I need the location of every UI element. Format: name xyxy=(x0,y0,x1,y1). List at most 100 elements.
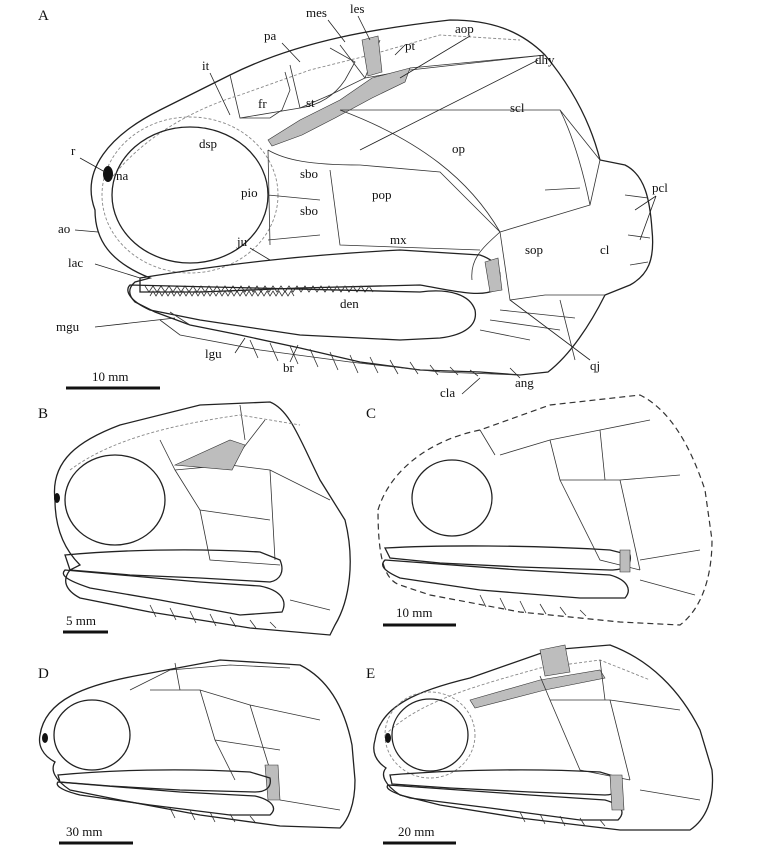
panel-e-orbit-canal xyxy=(384,691,476,779)
label-sbo-upper: sbo xyxy=(300,166,318,181)
panel-a-cheek-bones xyxy=(267,149,501,251)
panel-a-rostral-dot xyxy=(103,166,113,182)
panel-a-maxilla-teeth xyxy=(144,285,374,293)
panel-d-branchiostegals xyxy=(169,799,341,823)
panel-a-dentary-teeth xyxy=(149,290,295,297)
panel-e-branchiostegals xyxy=(519,789,701,827)
panel-c-scale: 10 mm xyxy=(383,605,456,627)
panel-e: E 20 mm xyxy=(366,644,714,845)
panel-a-sensory-canal xyxy=(109,34,521,181)
label-dhy: dhy xyxy=(535,52,555,67)
label-it: it xyxy=(202,58,210,73)
panel-a-roof-sutures xyxy=(229,39,546,119)
panel-e-stipple-band xyxy=(469,669,606,709)
panel-e-scale-label: 20 mm xyxy=(398,824,434,839)
panel-a-lower-jaw xyxy=(159,309,576,377)
panel-a-scale: 10 mm xyxy=(66,369,160,390)
panel-b: B 5 mm xyxy=(38,401,351,636)
panel-e-scale: 20 mm xyxy=(383,824,456,845)
label-mes: mes xyxy=(306,5,327,20)
panel-a-stipple-qj xyxy=(484,257,503,293)
panel-a-dentary xyxy=(127,284,477,341)
panel-b-scale: 5 mm xyxy=(63,613,108,634)
label-pio: pio xyxy=(241,185,258,200)
panel-c: C 10 mm xyxy=(366,394,713,627)
panel-e-sutures xyxy=(539,659,681,781)
panel-c-scale-label: 10 mm xyxy=(396,605,432,620)
panel-e-rostral-dot xyxy=(385,733,391,743)
label-ju: ju xyxy=(236,234,248,249)
label-pt: pt xyxy=(405,38,416,53)
panel-d-skull-outline xyxy=(38,659,356,829)
label-les: les xyxy=(350,1,364,16)
label-lgu: lgu xyxy=(205,346,222,361)
panel-e-canals xyxy=(384,659,651,736)
panel-c-maxilla xyxy=(383,545,631,571)
label-pcl: pcl xyxy=(652,180,668,195)
panel-d-scale: 30 mm xyxy=(59,824,133,845)
label-pop: pop xyxy=(372,187,392,202)
label-aop: aop xyxy=(455,21,474,36)
panel-b-sutures xyxy=(159,404,331,566)
panel-a-operculum-bones xyxy=(339,54,605,361)
panel-e-orbit xyxy=(391,698,469,772)
panel-a-letter: A xyxy=(38,8,49,24)
panel-c-letter: C xyxy=(366,406,376,422)
panel-e-letter: E xyxy=(366,666,375,682)
label-cl: cl xyxy=(600,242,610,257)
panel-d-letter: D xyxy=(38,666,49,682)
panel-b-rostral-dot xyxy=(54,493,60,503)
label-lac: lac xyxy=(68,255,83,270)
panel-a-fr-st-bones xyxy=(240,47,356,119)
panel-c-dentary xyxy=(382,559,629,599)
label-ao: ao xyxy=(58,221,70,236)
panel-d-scale-label: 30 mm xyxy=(66,824,102,839)
panel-b-canals xyxy=(69,414,301,471)
panel-d: D 30 mm xyxy=(38,659,356,845)
label-st: st xyxy=(306,95,315,110)
label-pa: pa xyxy=(264,28,277,43)
panel-d-maxilla xyxy=(57,769,271,793)
panel-b-stipple xyxy=(173,439,246,471)
label-qj: qj xyxy=(590,358,600,373)
panel-b-scale-label: 5 mm xyxy=(66,613,96,628)
panel-d-orbit xyxy=(53,699,131,771)
panel-b-skull-outline xyxy=(53,401,351,636)
label-na: na xyxy=(116,168,129,183)
panel-d-rostral-dot xyxy=(42,733,48,743)
panel-c-dashed-outline xyxy=(377,394,713,626)
panel-d-dentary xyxy=(56,781,275,816)
label-op: op xyxy=(452,141,465,156)
panel-d-stipple xyxy=(264,764,281,801)
panel-a-pcl-bones xyxy=(624,194,651,266)
panel-e-stipple-qj xyxy=(609,774,625,811)
label-mx: mx xyxy=(390,232,407,247)
label-fr: fr xyxy=(258,96,267,111)
label-r: r xyxy=(71,143,76,158)
panel-a: A mes les xyxy=(38,1,668,400)
panel-e-maxilla xyxy=(389,769,621,796)
panel-a-scale-label: 10 mm xyxy=(92,369,128,384)
panel-b-letter: B xyxy=(38,406,48,422)
panel-c-stipple xyxy=(619,549,631,573)
panel-e-skull-outline xyxy=(373,644,714,831)
panel-a-labels: mes les pa pt aop it dhy fr st scl r dsp… xyxy=(56,1,668,400)
panel-b-maxilla xyxy=(64,549,283,583)
label-mgu: mgu xyxy=(56,319,80,334)
label-sbo-lower: sbo xyxy=(300,203,318,218)
panel-a-stipple-les xyxy=(361,35,383,77)
panel-d-sutures xyxy=(129,662,321,781)
panel-a-maxilla xyxy=(139,249,501,295)
panel-b-branchiostegals xyxy=(149,599,331,629)
label-cla: cla xyxy=(440,385,455,400)
panel-c-orbit xyxy=(411,459,493,537)
label-scl: scl xyxy=(510,100,525,115)
panel-c-branchiostegals xyxy=(479,549,701,617)
panel-a-orbit-canal xyxy=(101,116,279,274)
panel-c-sutures xyxy=(479,419,681,571)
label-ang: ang xyxy=(515,375,534,390)
panel-b-orbit xyxy=(64,454,166,546)
label-dsp: dsp xyxy=(199,136,217,151)
label-den: den xyxy=(340,296,359,311)
